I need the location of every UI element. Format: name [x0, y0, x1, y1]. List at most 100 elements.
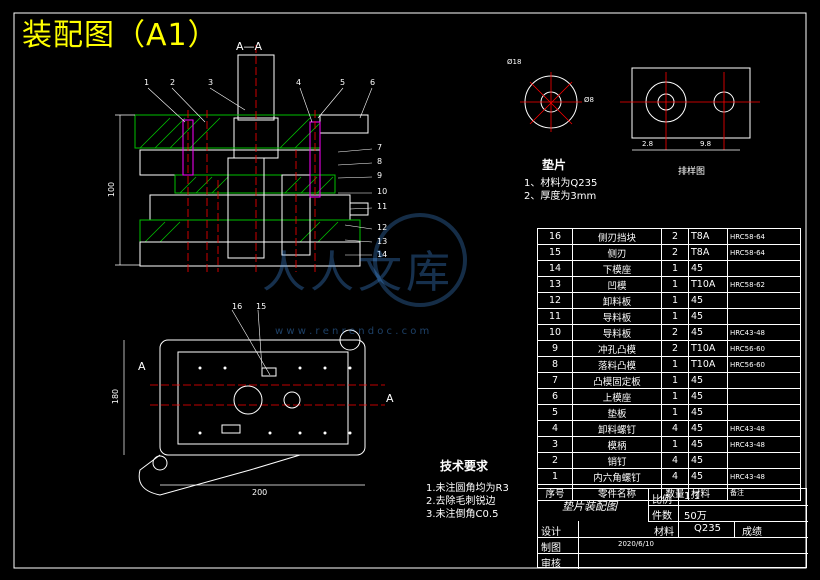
callout-16: 16: [232, 302, 243, 311]
bom-cell-no: 2: [537, 452, 573, 469]
bom-cell-qty: 1: [661, 292, 689, 309]
washer-detail: [520, 72, 582, 132]
washer-note-2: 2、厚度为3mm: [524, 191, 597, 202]
bom-cell-name: 内六角螺钉: [572, 468, 662, 485]
bom-cell-note: HRC43-48: [727, 420, 801, 437]
bom-cell-mat: T10A: [688, 276, 728, 293]
bom-cell-name: 模柄: [572, 436, 662, 453]
bom-cell-name: 导料板: [572, 324, 662, 341]
watermark: [373, 213, 467, 307]
bom-cell-note: [727, 404, 801, 421]
bom-cell-qty: 4: [661, 468, 689, 485]
design-label: 设计: [541, 527, 561, 538]
bom-cell-mat: 45: [688, 324, 728, 341]
bom-cell-name: 冲孔凸模: [572, 340, 662, 357]
bom-cell-name: 垫板: [572, 404, 662, 421]
bom-cell-qty: 4: [661, 420, 689, 437]
bom-cell-note: [727, 308, 801, 325]
callout-9: 9: [377, 171, 383, 180]
callout-12: 12: [377, 223, 388, 232]
callout-6: 6: [370, 78, 376, 87]
plan-view: [123, 309, 385, 496]
bom-cell-note: HRC56-60: [727, 340, 801, 357]
bom-cell-no: 16: [537, 228, 573, 245]
bom-cell-note: HRC43-48: [727, 468, 801, 485]
strip-dim-2: 9.8: [700, 140, 712, 148]
bom-cell-no: 7: [537, 372, 573, 389]
section-label: A—A: [236, 40, 263, 53]
washer-note-1: 1、材料为Q235: [524, 178, 598, 189]
bom-cell-mat: 45: [688, 420, 728, 437]
washer-dim-inner: Ø8: [584, 96, 594, 104]
bom-cell-note: [727, 452, 801, 469]
bom-cell-qty: 1: [661, 372, 689, 389]
callout-1: 1: [144, 78, 150, 87]
bom-cell-name: 凸模固定板: [572, 372, 662, 389]
tech-req-heading: 技术要求: [440, 459, 489, 473]
callout-15: 15: [256, 302, 267, 311]
grade-label: 成绩: [742, 527, 762, 538]
bom-cell-note: HRC43-48: [727, 324, 801, 341]
bom-cell-qty: 1: [661, 276, 689, 293]
bom-cell-qty: 1: [661, 308, 689, 325]
callout-7: 7: [377, 143, 383, 152]
bom-cell-no: 14: [537, 260, 573, 277]
dim-height-left: 100: [107, 181, 117, 198]
callout-4: 4: [296, 78, 302, 87]
bom-cell-mat: T10A: [688, 340, 728, 357]
bom-cell-mat: 45: [688, 452, 728, 469]
drawing-name: 垫片装配图: [562, 500, 617, 513]
bom-cell-qty: 2: [661, 340, 689, 357]
bom-cell-name: 导料板: [572, 308, 662, 325]
bom-cell-qty: 2: [661, 244, 689, 261]
bom-cell-name: 侧刃: [572, 244, 662, 261]
review-label: 审核: [541, 559, 561, 570]
dim-height-plan: 180: [111, 388, 121, 405]
strip-layout: [620, 67, 760, 151]
bom-cell-mat: 45: [688, 372, 728, 389]
drawing-title: 装配图（A1）: [22, 18, 219, 53]
watermark-brand: 人人文库: [262, 247, 454, 298]
bom-cell-qty: 2: [661, 228, 689, 245]
bom-cell-qty: 1: [661, 260, 689, 277]
draw-value: 2020/6/10: [618, 540, 654, 548]
draw-label: 制图: [541, 543, 561, 554]
bom-cell-qty: 1: [661, 388, 689, 405]
material-label: 材料: [654, 527, 674, 538]
watermark-url: w w w . r e n r e n d o c . c o m: [275, 326, 430, 337]
bom-cell-qty: 2: [661, 324, 689, 341]
bom-cell-mat: 45: [688, 260, 728, 277]
bom-cell-name: 下模座: [572, 260, 662, 277]
dim-width-plan: 200: [252, 488, 268, 497]
bom-cell-no: 10: [537, 324, 573, 341]
bom-cell-no: 3: [537, 436, 573, 453]
bom-cell-note: [727, 292, 801, 309]
callout-14: 14: [377, 250, 388, 259]
bom-cell-mat: T8A: [688, 244, 728, 261]
bom-cell-no: 11: [537, 308, 573, 325]
bom-cell-no: 4: [537, 420, 573, 437]
tech-req-1: 1.未注圆角均为R3: [426, 483, 509, 494]
callout-11: 11: [377, 202, 388, 211]
bom-cell-qty: 4: [661, 452, 689, 469]
bom-cell-qty: 1: [661, 436, 689, 453]
bom-cell-mat: T8A: [688, 228, 728, 245]
section-view: [115, 45, 373, 272]
bom-cell-name: 销钉: [572, 452, 662, 469]
bom-cell-no: 15: [537, 244, 573, 261]
bom-cell-name: 卸料螺钉: [572, 420, 662, 437]
